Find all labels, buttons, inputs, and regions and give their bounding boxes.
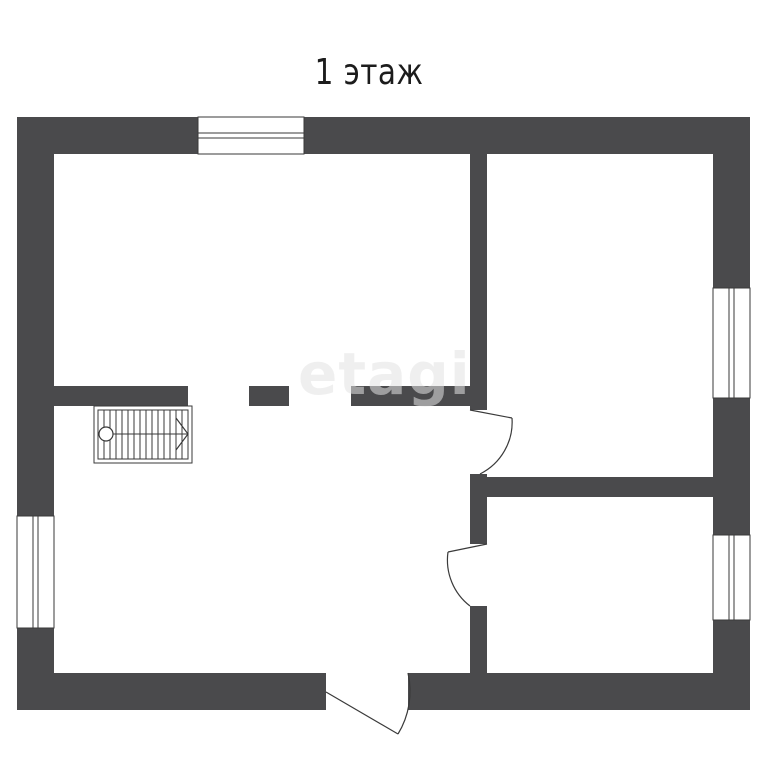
window-right-lower	[712, 534, 751, 621]
window-right-upper	[712, 287, 751, 399]
wall-interior-vertical-lower	[470, 606, 487, 673]
window-top	[197, 116, 305, 155]
wall-interior-vertical-upper	[470, 154, 487, 410]
column	[249, 386, 289, 406]
wall-bottom-left	[17, 673, 326, 710]
doors	[325, 409, 513, 735]
staircase	[93, 405, 193, 464]
windows	[16, 116, 751, 629]
wall-bottom-right	[408, 673, 750, 710]
wall-partition-right	[351, 386, 470, 406]
door-upper-right-room	[469, 409, 513, 475]
wall-right	[713, 117, 750, 710]
window-left	[16, 515, 55, 629]
door-lower-right-room	[446, 543, 488, 607]
door-entrance	[325, 672, 411, 735]
walls	[17, 117, 750, 710]
wall-top	[17, 117, 750, 154]
wall-interior-horizontal-right	[470, 477, 713, 497]
floor-title: 1 этаж	[314, 52, 424, 93]
wall-partition-left	[54, 386, 188, 406]
